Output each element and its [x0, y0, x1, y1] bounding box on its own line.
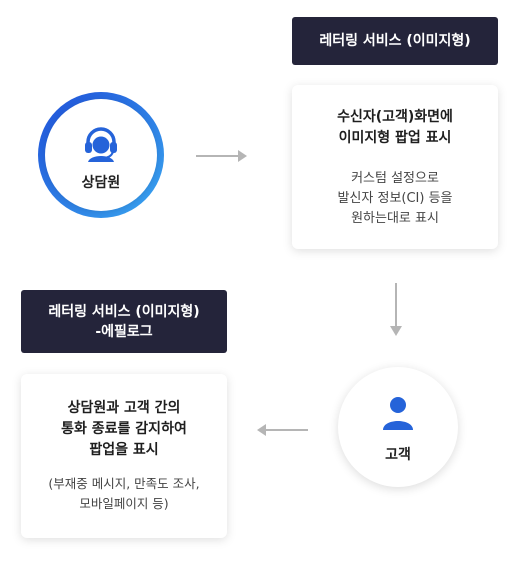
popup-display-title: 수신자(고객)화면에 이미지형 팝업 표시: [337, 109, 453, 146]
popup-display-card: 수신자(고객)화면에 이미지형 팝업 표시 커스텀 설정으로 발신자 정보(CI…: [292, 85, 498, 249]
call-end-title: 상담원과 고객 간의 통화 종료를 감지하여 팝업을 표시: [61, 400, 187, 458]
left-service-tag: 레터링 서비스 (이미지형) -에필로그: [21, 290, 227, 353]
arrow-down-icon: [390, 283, 402, 336]
arrow-left-icon: [257, 424, 308, 436]
call-end-card: 상담원과 고객 간의 통화 종료를 감지하여 팝업을 표시 (부재중 메시지, …: [21, 374, 227, 538]
arrow-right-icon: [196, 150, 247, 162]
person-icon: [383, 397, 413, 430]
top-service-tag: 레터링 서비스 (이미지형): [292, 17, 498, 65]
popup-display-description: 커스텀 설정으로 발신자 정보(CI) 등을 원하는대로 표시: [337, 171, 453, 226]
call-end-description: (부재중 메시지, 만족도 조사, 모바일페이지 등): [48, 476, 200, 511]
agent-node: [45, 99, 157, 211]
customer-label: 고객: [385, 447, 411, 463]
agent-label: 상담원: [81, 175, 121, 191]
headset-agent-icon: [85, 127, 117, 162]
